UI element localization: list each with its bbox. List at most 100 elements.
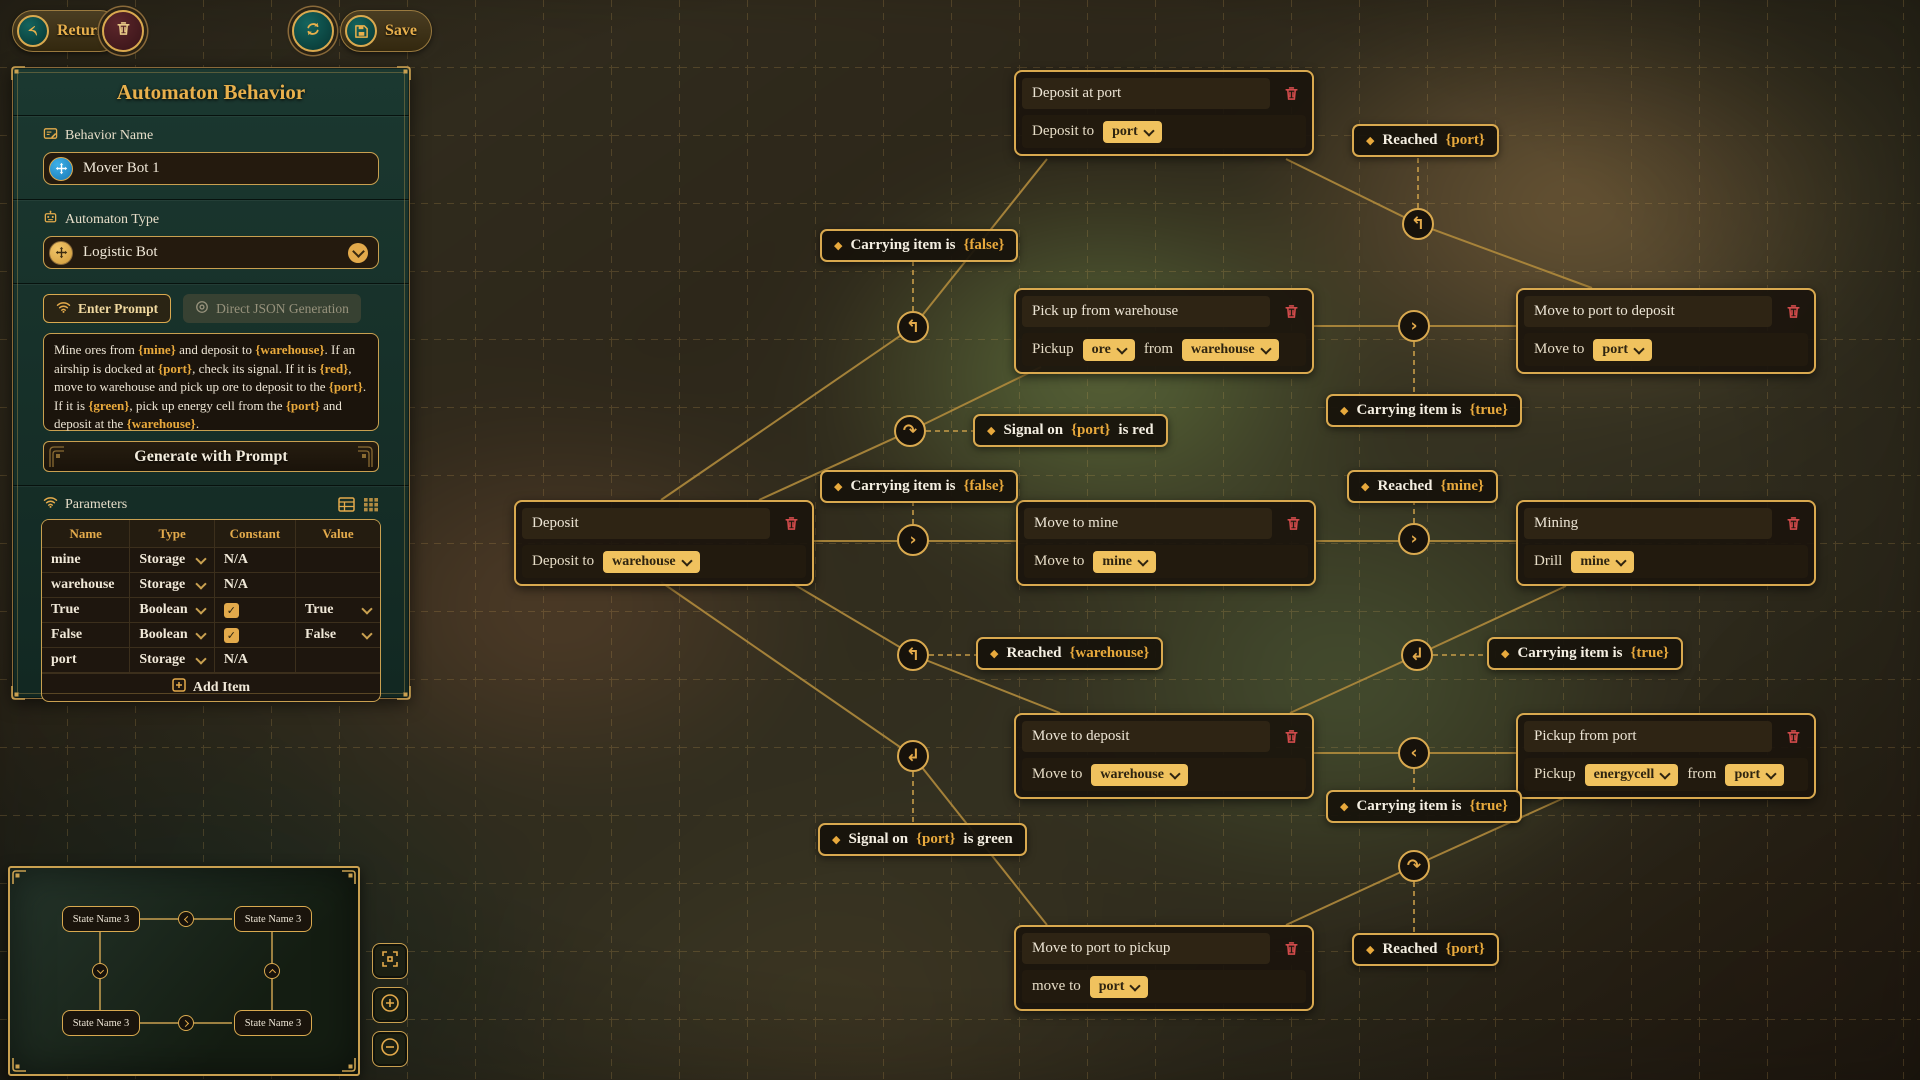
state-node-mining[interactable]: Mining Drill mine xyxy=(1516,500,1816,586)
target-select[interactable]: port xyxy=(1089,975,1149,998)
tab-enter-prompt[interactable]: Enter Prompt xyxy=(43,294,172,323)
transition-connector curve-right-arrow-icon[interactable]: ↷ xyxy=(894,415,926,447)
constant-checkbox[interactable]: ✓ xyxy=(223,627,239,643)
param-name-cell[interactable]: False xyxy=(42,622,131,648)
state-node-move-to-mine[interactable]: Move to mine Move to mine xyxy=(1016,500,1316,586)
node-title-input[interactable]: Move to port to deposit xyxy=(1524,296,1772,327)
item-select[interactable]: energycell xyxy=(1584,763,1679,786)
transition-connector turn-down-left-arrow-icon[interactable]: ↲ xyxy=(897,740,929,772)
diamond-icon: ◆ xyxy=(1366,943,1375,956)
param-name-cell[interactable]: port xyxy=(42,647,131,673)
field-label: Drill xyxy=(1534,553,1563,569)
node-title-input[interactable]: Move to port to pickup xyxy=(1022,933,1270,964)
state-node-move-to-deposit[interactable]: Move to deposit Move to warehouse xyxy=(1014,713,1314,799)
transition-connector chevron-right-icon[interactable]: › xyxy=(897,524,929,556)
transition-connector turn-up-left-arrow-icon[interactable]: ↰ xyxy=(1402,208,1434,240)
transition-connector chevron-right-icon[interactable]: › xyxy=(1398,310,1430,342)
list-view-icon[interactable] xyxy=(338,497,355,512)
chevron-down-icon xyxy=(1137,554,1149,567)
source-select[interactable]: port xyxy=(1725,763,1785,786)
condition-label-signal-green[interactable]: ◆Signal on{port}is green xyxy=(818,823,1027,856)
node-title-input[interactable]: Move to mine xyxy=(1024,508,1272,539)
type-select: Storage xyxy=(139,652,207,668)
constant-checkbox[interactable]: ✓ xyxy=(223,602,239,618)
state-node-deposit[interactable]: Deposit Deposit to warehouse xyxy=(514,500,814,586)
transition-connector turn-up-left-arrow-icon[interactable]: ↰ xyxy=(897,639,929,671)
param-name-cell[interactable]: True xyxy=(42,597,131,623)
target-select[interactable]: port xyxy=(1593,338,1653,361)
delete-node-button[interactable] xyxy=(1778,722,1808,752)
condition-label-signal-red[interactable]: ◆Signal on{port}is red xyxy=(973,414,1168,447)
parameters-table: Name Type Constant Value mine Storage N/… xyxy=(41,519,381,702)
node-title-input[interactable]: Deposit at port xyxy=(1022,78,1270,109)
node-title-input[interactable]: Pickup from port xyxy=(1524,721,1772,752)
condition-label-reached-port[interactable]: ◆Reached{port} xyxy=(1352,124,1499,157)
delete-node-button[interactable] xyxy=(1778,509,1808,539)
save-button[interactable]: Save xyxy=(340,10,432,52)
delete-node-button[interactable] xyxy=(1276,722,1306,752)
param-name-cell[interactable]: warehouse xyxy=(42,572,131,598)
minimap-state-node: State Name 3 xyxy=(62,1010,140,1036)
condition-label-reached-warehouse[interactable]: ◆Reached{warehouse} xyxy=(976,637,1164,670)
diamond-icon: ◆ xyxy=(1361,480,1370,493)
zoom-out-button[interactable] xyxy=(372,1031,408,1067)
condition-label-carrying-item-true[interactable]: ◆Carrying item is{true} xyxy=(1487,637,1683,670)
state-node-move-to-port-to-pickup[interactable]: Move to port to pickup move to port xyxy=(1014,925,1314,1011)
minimap-state-node: State Name 3 xyxy=(62,906,140,932)
zoom-in-button[interactable] xyxy=(372,987,408,1023)
source-select[interactable]: warehouse xyxy=(1182,338,1279,361)
node-title-input[interactable]: Mining xyxy=(1524,508,1772,539)
divider xyxy=(13,485,409,486)
target-select[interactable]: port xyxy=(1103,120,1162,143)
transition-connector curve-right-arrow-icon[interactable]: ↷ xyxy=(1398,850,1430,882)
fit-view-button[interactable] xyxy=(372,943,408,979)
transition-connector turn-up-left-arrow-icon[interactable]: ↰ xyxy=(897,311,929,343)
node-title-input[interactable]: Pick up from warehouse xyxy=(1022,296,1270,327)
field-label: move to xyxy=(1032,978,1081,994)
condition-label-carrying-item-false[interactable]: ◆Carrying item is{false} xyxy=(820,470,1019,503)
state-node-pickup-from-port[interactable]: Pickup from port Pickup energycell from … xyxy=(1516,713,1816,799)
transition-connector turn-down-left-arrow-icon[interactable]: ↲ xyxy=(1401,639,1433,671)
ornament-corner-icon xyxy=(396,685,411,700)
target-select[interactable]: mine xyxy=(1571,550,1634,573)
state-node-move-to-port-to-deposit[interactable]: Move to port to deposit Move to port xyxy=(1516,288,1816,374)
behavior-name-input[interactable]: Mover Bot 1 xyxy=(43,152,379,185)
target-select[interactable]: warehouse xyxy=(603,550,700,573)
add-item-button[interactable]: Add Item xyxy=(42,673,380,701)
state-node-pick-up-from-warehouse[interactable]: Pick up from warehouse Pickup ore from w… xyxy=(1014,288,1314,374)
node-title-input[interactable]: Deposit xyxy=(522,508,770,539)
condition-label-reached-port[interactable]: ◆Reached{port} xyxy=(1352,933,1499,966)
delete-node-button[interactable] xyxy=(1278,509,1308,539)
param-name-cell[interactable]: mine xyxy=(42,547,131,573)
prompt-textarea[interactable]: Mine ores from {mine} and deposit to {wa… xyxy=(43,333,379,431)
delete-behavior-button[interactable] xyxy=(102,10,144,52)
chevron-down-icon xyxy=(361,627,373,640)
minimap[interactable]: State Name 3 State Name 3 State Name 3 S… xyxy=(8,866,360,1076)
delete-node-button[interactable] xyxy=(1778,297,1808,327)
condition-label-reached-mine[interactable]: ◆Reached{mine} xyxy=(1347,470,1498,503)
item-select[interactable]: ore xyxy=(1082,338,1135,361)
condition-label-carrying-item-true[interactable]: ◆Carrying item is{true} xyxy=(1326,394,1522,427)
delete-node-button[interactable] xyxy=(1276,934,1306,964)
behavior-editor-panel: Automaton Behavior Behavior Name Mover B… xyxy=(11,66,411,702)
target-select[interactable]: warehouse xyxy=(1091,763,1188,786)
condition-label-carrying-item-true[interactable]: ◆Carrying item is{true} xyxy=(1326,790,1522,823)
tab-direct-json-generation[interactable]: Direct JSON Generation xyxy=(183,294,361,323)
delete-node-button[interactable] xyxy=(1276,297,1306,327)
regenerate-button[interactable] xyxy=(292,10,334,52)
state-node-deposit-at-port[interactable]: Deposit at port Deposit to port xyxy=(1014,70,1314,156)
grid-view-icon[interactable] xyxy=(363,497,379,512)
delete-node-button[interactable] xyxy=(1276,79,1306,109)
automaton-type-select[interactable]: Logistic Bot xyxy=(43,236,379,269)
chevron-down-icon xyxy=(1143,124,1155,137)
transition-connector chevron-left-icon[interactable]: ‹ xyxy=(1398,737,1430,769)
transition-connector chevron-right-icon[interactable]: › xyxy=(1398,523,1430,555)
node-title-input[interactable]: Move to deposit xyxy=(1022,721,1270,752)
move-cross-icon xyxy=(49,240,73,265)
generate-with-prompt-button[interactable]: Generate with Prompt xyxy=(43,441,379,472)
target-select[interactable]: mine xyxy=(1093,550,1156,573)
condition-label-carrying-item-false[interactable]: ◆Carrying item is{false} xyxy=(820,229,1019,262)
type-select: Boolean xyxy=(139,602,207,618)
delete-node-button[interactable] xyxy=(776,509,806,539)
ornament-scroll-icon xyxy=(48,445,66,468)
